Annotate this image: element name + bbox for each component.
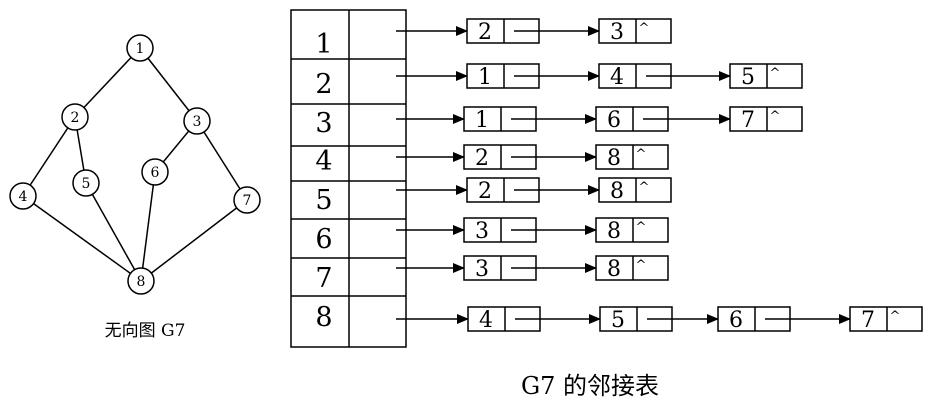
graph-edge-7-8 <box>140 199 248 282</box>
graph-vertex-label: 5 <box>82 176 91 192</box>
node-value: 1 <box>475 108 489 133</box>
list-node: 8^ <box>595 255 669 282</box>
list-node: 6 <box>717 306 851 333</box>
head-vertex-label: 1 <box>315 29 332 60</box>
graph-edge-1-3 <box>139 47 198 122</box>
node-value: 3 <box>475 257 489 282</box>
head-vertex-label: 7 <box>315 263 332 294</box>
adjacency-caption: G7 的邻接表 <box>520 372 660 400</box>
node-value: 6 <box>607 108 621 133</box>
null-pointer-marker: ^ <box>890 309 901 324</box>
null-pointer-marker: ^ <box>770 109 781 124</box>
graph-edge-5-8 <box>85 182 142 282</box>
node-value: 8 <box>607 257 621 282</box>
head-vertex-label: 8 <box>315 302 332 333</box>
graph-vertex-label: 2 <box>71 110 80 126</box>
list-node: 3 <box>463 255 597 282</box>
list-node: 3 <box>463 217 597 244</box>
graph-vertex-label: 3 <box>193 114 202 130</box>
list-node: 8^ <box>595 144 669 171</box>
head-vertex-label: 3 <box>315 108 332 139</box>
null-pointer-marker: ^ <box>636 147 647 162</box>
node-value: 3 <box>475 219 489 244</box>
list-node: 7^ <box>729 106 803 133</box>
graph-vertex-4: 4 <box>9 182 37 210</box>
graph-edge-1-2 <box>74 47 141 118</box>
graph-vertex-1: 1 <box>126 34 154 62</box>
node-value: 3 <box>610 20 624 45</box>
head-vertex-label: 5 <box>315 185 332 216</box>
graph-vertices: 1 2 3 4 5 6 7 8 <box>9 34 261 295</box>
list-node: 4 <box>467 306 601 333</box>
list-node: 4 <box>598 63 731 90</box>
list-node: 2 <box>463 144 597 171</box>
graph-vertex-6: 6 <box>141 158 169 186</box>
node-value: 2 <box>478 179 492 204</box>
graph-vertex-5: 5 <box>72 169 100 197</box>
node-value: 8 <box>607 219 621 244</box>
list-node: 3^ <box>598 18 672 45</box>
graph-edge-2-4 <box>22 116 76 197</box>
list-node: 5^ <box>729 63 803 90</box>
vertex-head-table: 1 2 3 4 5 6 7 8 <box>290 9 407 348</box>
graph-edge-4-8 <box>22 195 142 282</box>
node-value: 4 <box>479 308 493 333</box>
head-vertex-label: 4 <box>315 146 332 177</box>
head-vertex-label: 6 <box>315 224 332 255</box>
list-node: 1 <box>466 63 600 90</box>
list-node: 7^ <box>849 306 923 333</box>
node-value: 5 <box>741 65 755 90</box>
graph-vertex-label: 6 <box>151 165 160 181</box>
node-value: 1 <box>478 65 492 90</box>
list-node: 1 <box>463 106 597 133</box>
node-value: 5 <box>611 308 625 333</box>
null-pointer-marker: ^ <box>639 21 650 36</box>
graph-vertex-2: 2 <box>61 103 89 131</box>
graph-edges <box>22 47 248 282</box>
list-node: 5 <box>599 306 719 333</box>
graph-vertex-label: 1 <box>136 41 145 57</box>
node-value: 7 <box>861 308 875 333</box>
node-value: 2 <box>475 146 489 171</box>
graph-caption: 无向图 G7 <box>104 321 186 341</box>
list-node: 2 <box>466 177 600 204</box>
list-node: 8^ <box>595 217 669 244</box>
graph-vertex-label: 7 <box>243 193 252 209</box>
list-node: 2 <box>466 18 600 45</box>
graph-vertex-3: 3 <box>183 107 211 135</box>
graph-vertex-label: 8 <box>137 274 146 290</box>
null-pointer-marker: ^ <box>770 66 781 81</box>
graph-vertex-label: 4 <box>19 189 28 205</box>
node-value: 2 <box>478 20 492 45</box>
null-pointer-marker: ^ <box>636 220 647 235</box>
null-pointer-marker: ^ <box>636 258 647 273</box>
head-vertex-label: 2 <box>315 69 332 100</box>
graph-vertex-7: 7 <box>233 186 261 214</box>
node-value: 8 <box>607 146 621 171</box>
node-value: 7 <box>741 108 755 133</box>
list-node: 6 <box>595 106 731 133</box>
graph-vertex-8: 8 <box>127 267 155 295</box>
graph-edge-6-8 <box>140 171 156 282</box>
node-value: 8 <box>610 179 624 204</box>
null-pointer-marker: ^ <box>639 180 650 195</box>
list-node: 8^ <box>598 177 672 204</box>
node-value: 4 <box>610 65 624 90</box>
graph-edge-3-7 <box>196 120 248 201</box>
node-value: 6 <box>729 308 743 333</box>
